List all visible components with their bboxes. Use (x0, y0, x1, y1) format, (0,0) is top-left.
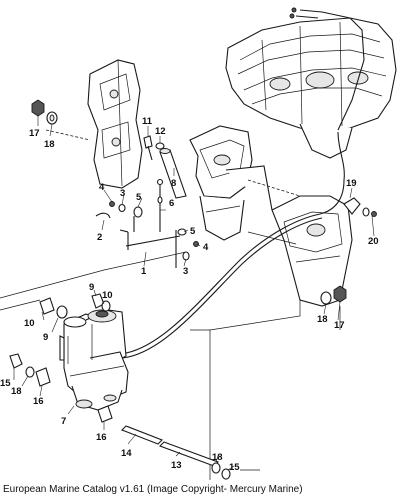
center-bracket (189, 125, 253, 241)
pivot-pin (159, 148, 187, 199)
label-11: 11 (142, 116, 153, 127)
label-1: 1 (141, 266, 147, 277)
assembly-guide-lines (0, 129, 341, 480)
label-18-top-left: 18 (44, 139, 55, 150)
label-18-left: 18 (11, 386, 22, 397)
part-labels: 17 18 11 12 8 4 3 5 6 2 1 5 4 3 19 20 9 … (0, 116, 379, 473)
label-17-right: 17 (334, 320, 345, 331)
label-5-upper: 5 (136, 192, 142, 203)
label-6: 6 (169, 198, 174, 209)
label-3-upper: 3 (120, 188, 125, 199)
engine-block-drawing (225, 7, 397, 159)
label-18-right: 18 (317, 314, 328, 325)
label-16-left: 16 (33, 396, 44, 407)
label-17-top-left: 17 (29, 128, 40, 139)
label-19: 19 (346, 178, 357, 189)
label-15-left: 15 (0, 378, 11, 389)
label-20: 20 (368, 236, 379, 247)
pins (121, 425, 219, 467)
catalog-caption: European Marine Catalog v1.61 (Image Cop… (3, 484, 303, 495)
label-14: 14 (121, 448, 132, 459)
label-10-center: 10 (102, 290, 113, 301)
label-4-lower: 4 (203, 242, 209, 253)
label-18-bottom: 18 (212, 452, 223, 463)
label-7: 7 (61, 416, 66, 427)
label-13: 13 (171, 460, 182, 471)
label-15-bottom: 15 (229, 462, 240, 473)
left-mount-bracket (87, 59, 143, 189)
linkage-rods (119, 178, 181, 268)
label-5-lower: 5 (190, 226, 196, 237)
label-3-lower: 3 (183, 266, 188, 277)
label-16-center: 16 (96, 432, 107, 443)
label-8: 8 (171, 178, 176, 189)
label-9-left: 9 (43, 332, 48, 343)
label-2: 2 (97, 232, 102, 243)
pump-motor-assembly (59, 309, 129, 411)
control-cable (119, 131, 345, 359)
label-9-center: 9 (89, 282, 94, 293)
label-10-left: 10 (24, 318, 35, 329)
label-12: 12 (155, 126, 166, 137)
hardware-items (9, 99, 377, 480)
label-4-upper: 4 (99, 182, 105, 193)
leader-lines (13, 116, 375, 471)
